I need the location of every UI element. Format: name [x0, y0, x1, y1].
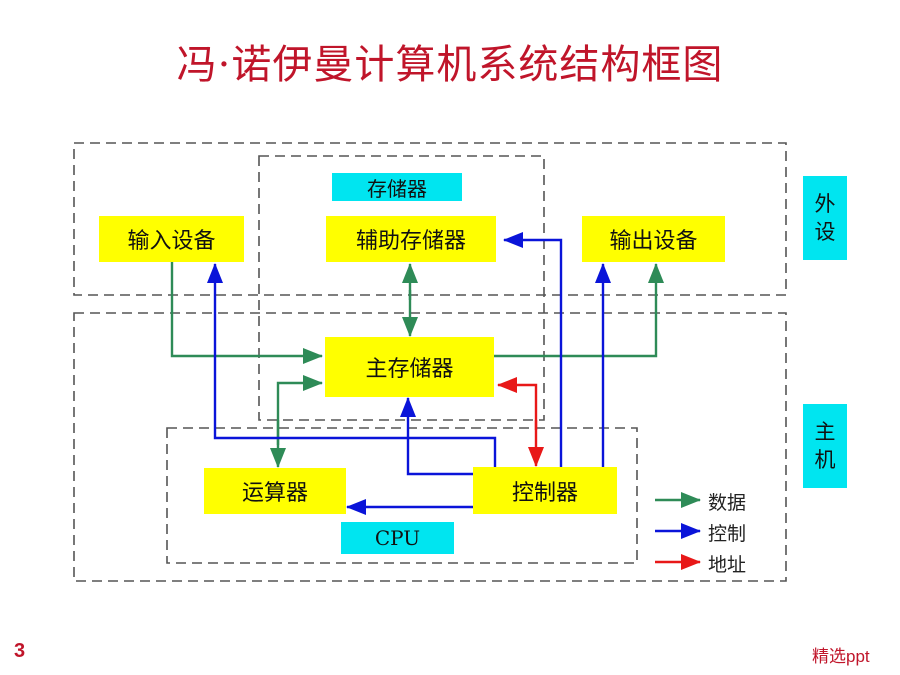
host-side-char-1: 主 [814, 420, 836, 444]
main-to-output-arrow [494, 263, 664, 358]
cpu-region [166, 427, 638, 564]
ctrl-to-main-arrow [400, 397, 495, 476]
footer-brand: 精选ppt [812, 647, 870, 666]
page-number: 3 [14, 640, 26, 662]
ctrl-to-input-arrow [207, 263, 497, 467]
storage-region [258, 155, 545, 421]
legend-data-label: 数据 [708, 492, 747, 514]
input-to-main-arrow [170, 262, 323, 364]
peripheral-region [73, 142, 787, 296]
ctrl-to-aux-arrow [503, 232, 563, 467]
aux-storage-box: 辅助存储器 [326, 216, 496, 262]
alu-to-main-arrow [276, 375, 323, 445]
input-device-box: 输入设备 [99, 216, 244, 262]
host-side-char-2: 机 [814, 448, 836, 472]
peripheral-side-char-1: 外 [814, 192, 836, 216]
output-device-box: 输出设备 [582, 216, 725, 262]
peripheral-side-label: 外 设 [803, 176, 847, 260]
host-region [73, 312, 787, 582]
ctrl-to-main-address-arrow-up [497, 377, 538, 430]
cpu-label: CPU [341, 522, 454, 554]
controller-box: 控制器 [473, 467, 617, 514]
legend-address-label: 地址 [708, 554, 747, 576]
peripheral-side-char-2: 设 [814, 220, 836, 244]
alu-box: 运算器 [204, 468, 346, 514]
page-title: 冯·诺伊曼计算机系统结构框图 [176, 42, 724, 88]
host-side-label: 主 机 [803, 404, 847, 488]
legend-control-label: 控制 [708, 523, 747, 545]
storage-label: 存储器 [332, 173, 462, 201]
main-storage-box: 主存储器 [325, 337, 494, 397]
